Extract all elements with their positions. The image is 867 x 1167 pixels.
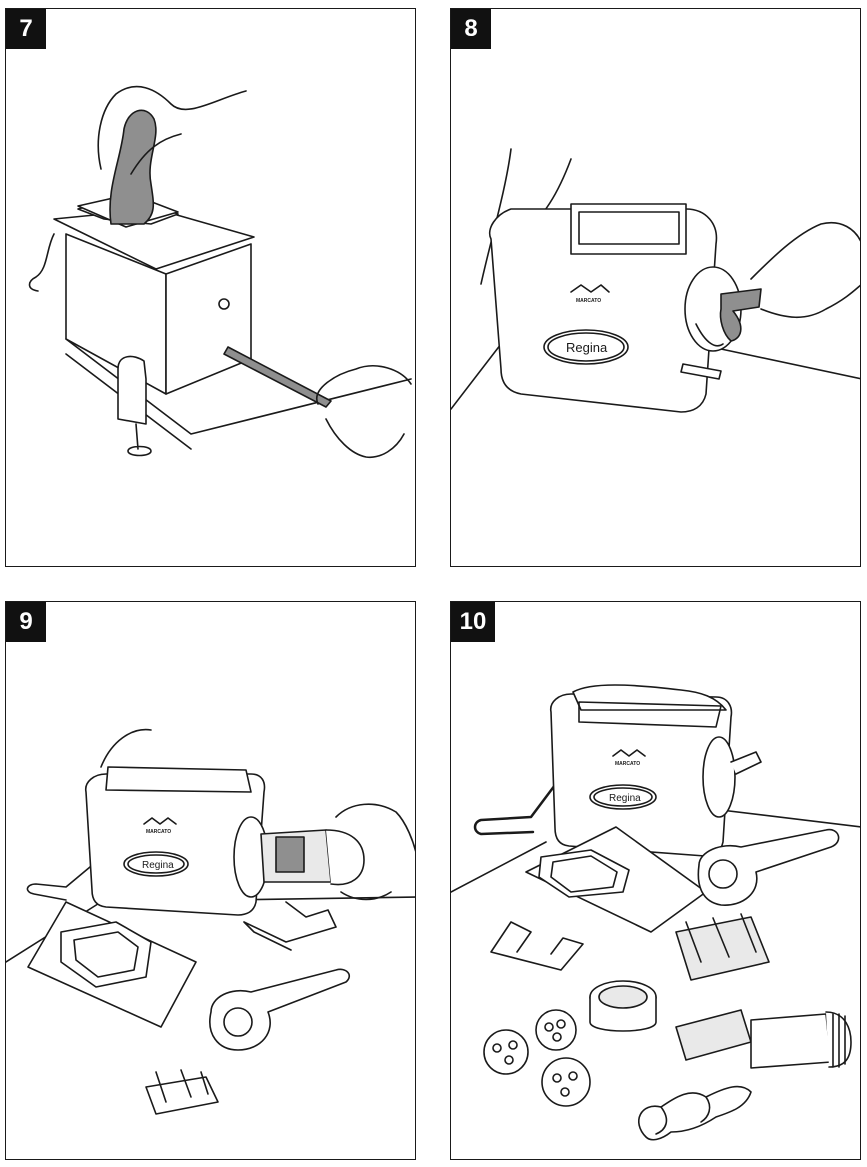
spanner-tool <box>209 968 351 1051</box>
handle-part <box>490 921 584 971</box>
step-10-panel: 10 MARCATO Regina <box>450 601 861 1160</box>
clamp-icon <box>117 355 147 425</box>
step-9-illustration: MARCATO Regina <box>6 728 415 1115</box>
step-number-badge: 8 <box>451 9 491 49</box>
cutter-assembly <box>675 916 770 981</box>
machine-body <box>84 773 266 916</box>
step-7-illustration <box>28 85 412 459</box>
auger-screw <box>637 1085 752 1141</box>
marcato-logo-icon <box>612 749 646 757</box>
brand-label: MARCATO <box>146 829 171 835</box>
spanner-tool <box>697 828 840 906</box>
marcato-logo-icon <box>570 284 610 293</box>
step-number-badge: 9 <box>6 602 46 642</box>
step-7-panel: 7 <box>5 8 416 567</box>
step-9-panel: 9 MARCATO Regina <box>5 601 416 1160</box>
handle-part <box>243 901 337 951</box>
marcato-logo-icon <box>143 817 177 825</box>
model-label: Regina <box>142 860 174 871</box>
dough-piece <box>109 109 157 225</box>
hand-icon <box>97 85 247 175</box>
step-8-panel: 8 MARCATO Regina <box>450 8 861 567</box>
clip-part <box>145 1076 219 1115</box>
model-label: Regina <box>609 793 641 804</box>
die-disc <box>541 1057 591 1107</box>
step-8-illustration: MARCATO Regina <box>451 148 860 413</box>
model-label: Regina <box>566 340 608 355</box>
step-number-badge: 10 <box>451 602 495 642</box>
step-10-illustration: MARCATO Regina <box>451 684 860 1141</box>
extruder-part <box>675 1009 752 1061</box>
hand-icon <box>750 222 860 319</box>
dough-piece <box>719 288 762 342</box>
brand-label: MARCATO <box>576 298 601 304</box>
die-disc <box>483 1029 529 1075</box>
machine-body <box>489 208 718 413</box>
step-number-badge: 7 <box>6 9 46 49</box>
pusher-rod <box>223 346 332 408</box>
machine-body <box>549 693 733 857</box>
die-disc <box>535 1009 577 1051</box>
brand-label: MARCATO <box>615 761 640 767</box>
